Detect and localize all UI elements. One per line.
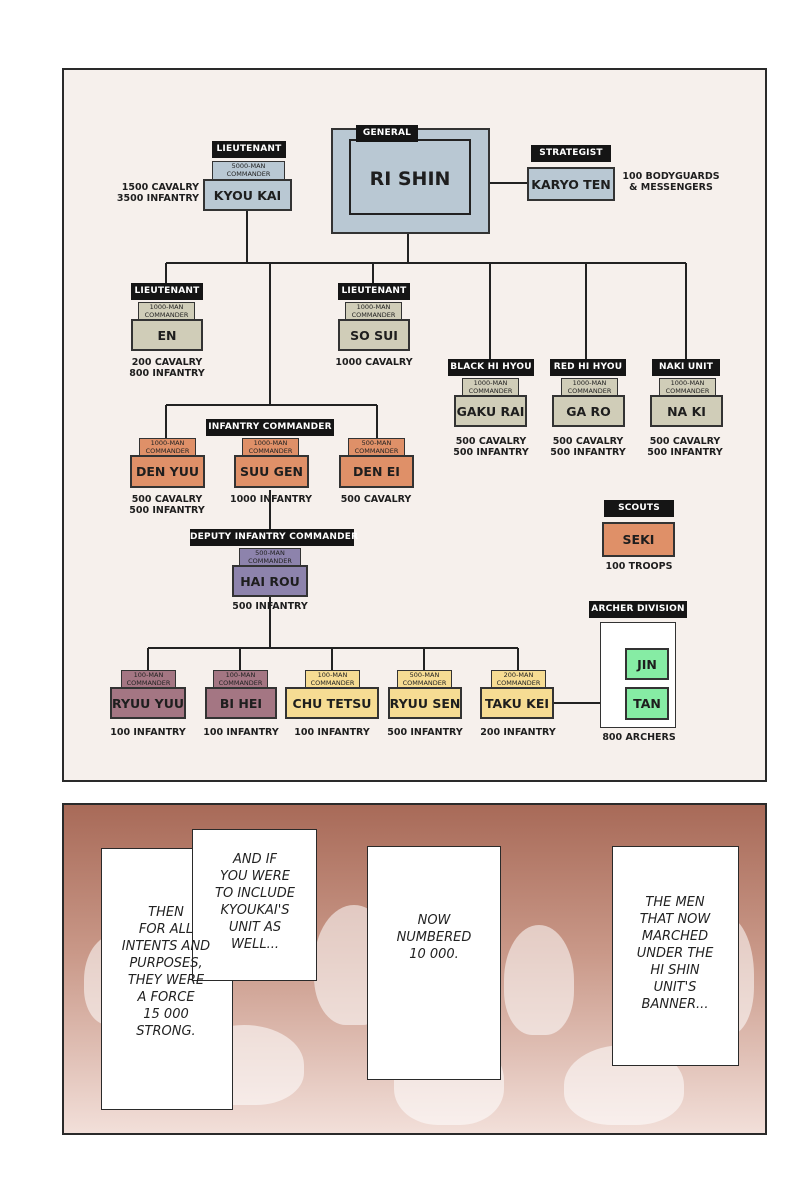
narration-text-4: THE MEN THAT NOW MARCHED UNDER THE HI SH…	[636, 895, 714, 1012]
suugen-note: 1000 INFANTRY	[229, 494, 313, 505]
gakurai-box[interactable]: GAKU RAI	[454, 395, 527, 427]
ryuusen-box[interactable]: RYUU SEN	[388, 687, 462, 719]
naki-note: 500 CAVALRY 500 INFANTRY	[647, 436, 723, 458]
suugen-box[interactable]: SUU GEN	[234, 455, 309, 488]
sosui-tag: LIEUTENANT	[338, 283, 410, 300]
hairou-tag: DEPUTY INFANTRY COMMANDER	[190, 529, 358, 546]
general-tag: GENERAL	[356, 125, 418, 142]
gakurai-tag: BLACK HI HYOU	[448, 359, 534, 376]
suugen-tag: INFANTRY COMMANDER	[206, 419, 334, 436]
ryuuyuu-rank: 100-MAN COMMANDER	[121, 670, 176, 689]
chutetsu-box[interactable]: CHU TETSU	[285, 687, 379, 719]
scouts-note: 100 TROOPS	[605, 561, 673, 572]
kyoukai-note: 1500 CAVALRY 3500 INFANTRY	[116, 182, 199, 204]
bihei-box[interactable]: BI HEI	[205, 687, 277, 719]
ryuuyuu-note: 100 INFANTRY	[110, 727, 186, 738]
archer-jin-box[interactable]: JIN	[625, 648, 669, 680]
narration-box-2	[367, 846, 501, 1080]
en-tag: LIEUTENANT	[131, 283, 203, 300]
sosui-box[interactable]: SO SUI	[338, 319, 410, 351]
narration-text-1: AND IF YOU WERE TO INCLUDE KYOUKAI'S UNI…	[215, 852, 295, 952]
denyuu-note: 500 CAVALRY 500 INFANTRY	[129, 494, 205, 516]
archer-tan-box[interactable]: TAN	[625, 687, 669, 720]
naki-box[interactable]: NA KI	[650, 395, 723, 427]
strategist-note: 100 BODYGUARDS & MESSENGERS	[622, 171, 720, 193]
sosui-rank: 1000-MAN COMMANDER	[345, 302, 402, 321]
ryuusen-note: 500 INFANTRY	[387, 727, 463, 738]
ryuuyuu-box[interactable]: RYUU YUU	[110, 687, 186, 719]
hairou-box[interactable]: HAI ROU	[232, 565, 308, 597]
denei-box[interactable]: DEN EI	[339, 455, 414, 488]
en-box[interactable]: EN	[131, 319, 203, 351]
hairou-note: 500 INFANTRY	[232, 601, 308, 612]
gakurai-note: 500 CAVALRY 500 INFANTRY	[453, 436, 529, 458]
narration-text-3: NOW NUMBERED 10 000.	[396, 913, 472, 962]
garo-note: 500 CAVALRY 500 INFANTRY	[550, 436, 626, 458]
chutetsu-note: 100 INFANTRY	[294, 727, 370, 738]
sosui-note: 1000 CAVALRY	[335, 357, 413, 368]
narration-box-1-mask	[193, 849, 232, 980]
takukei-note: 200 INFANTRY	[480, 727, 556, 738]
strategist-box[interactable]: KARYO TEN	[527, 167, 615, 201]
general-name[interactable]: RI SHIN	[369, 168, 451, 190]
general-outer-frame	[331, 128, 490, 234]
takukei-box[interactable]: TAKU KEI	[480, 687, 554, 719]
scouts-box[interactable]: SEKI	[602, 522, 675, 557]
garo-box[interactable]: GA RO	[552, 395, 625, 427]
bihei-note: 100 INFANTRY	[203, 727, 279, 738]
narration-text-2: THEN FOR ALL INTENTS AND PURPOSES, THEY …	[121, 905, 211, 1039]
kyoukai-tag: LIEUTENANT	[212, 141, 286, 158]
flame-texture	[504, 925, 574, 1035]
denei-note: 500 CAVALRY	[340, 494, 412, 505]
kyoukai-box[interactable]: KYOU KAI	[203, 179, 292, 211]
strategist-tag: STRATEGIST	[531, 145, 611, 162]
kyoukai-rank: 5000-MAN COMMANDER	[212, 161, 285, 181]
scouts-tag: SCOUTS	[604, 500, 674, 517]
denyuu-box[interactable]: DEN YUU	[130, 455, 205, 488]
naki-tag: NAKI UNIT	[652, 359, 720, 376]
garo-tag: RED HI HYOU	[550, 359, 626, 376]
narration-box-3	[612, 846, 739, 1066]
archers-note: 800 ARCHERS	[602, 732, 676, 743]
archers-tag: ARCHER DIVISION	[589, 601, 687, 618]
en-note: 200 CAVALRY 800 INFANTRY	[129, 357, 205, 379]
